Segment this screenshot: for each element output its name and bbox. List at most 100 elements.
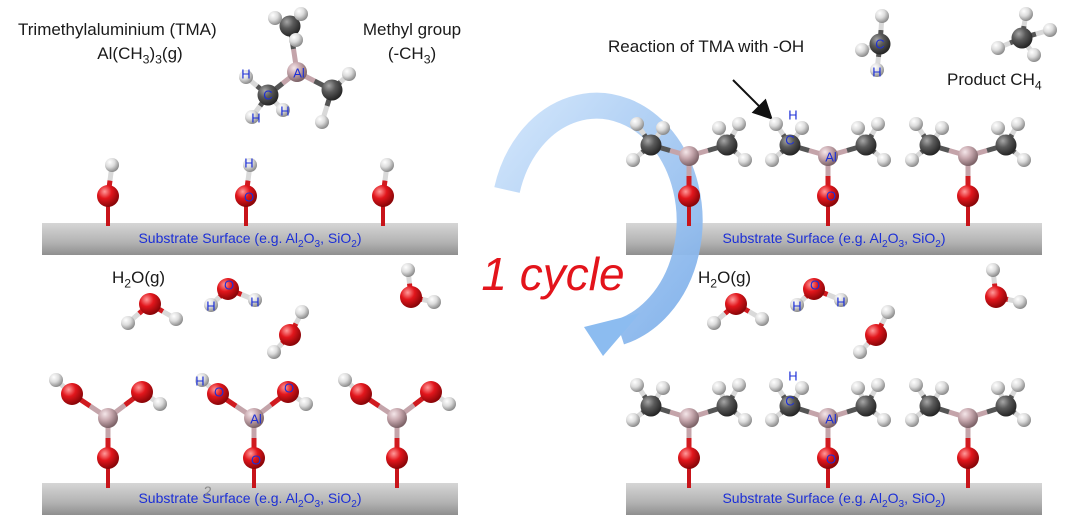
carbon-atom <box>919 395 941 417</box>
hydrogen-atom <box>169 312 183 326</box>
stray-mark: 2 <box>204 483 212 499</box>
hydrogen-atom <box>276 103 290 117</box>
hydrogen-atom <box>243 158 257 172</box>
hydrogen-atom <box>795 381 809 395</box>
carbon-atom <box>919 134 941 156</box>
hydrogen-atom <box>769 117 783 131</box>
tma-name-label: Trimethylaluminium (TMA) <box>18 20 217 39</box>
hydrogen-atom <box>732 117 746 131</box>
carbon-atom <box>257 84 279 106</box>
oxygen-atom <box>678 185 700 207</box>
hydrogen-atom <box>707 316 721 330</box>
carbon-atom <box>779 395 801 417</box>
hydrogen-atom <box>401 263 415 277</box>
hydrogen-atom <box>935 121 949 135</box>
hydrogen-atom <box>834 293 848 307</box>
aluminum-atom <box>958 408 978 428</box>
oxygen-atom <box>131 381 153 403</box>
hydrogen-atom <box>871 117 885 131</box>
oxygen-atom <box>139 293 161 315</box>
oxygen-atom <box>386 447 408 469</box>
hydrogen-atom <box>442 397 456 411</box>
hydrogen-atom <box>342 67 356 81</box>
hydrogen-atom <box>248 293 262 307</box>
hydrogen-atom <box>630 117 644 131</box>
hydrogen-atom <box>765 413 779 427</box>
atom-letter-o: O <box>214 385 224 400</box>
aluminum-atom <box>818 146 838 166</box>
carbon-atom <box>995 134 1017 156</box>
atom-letter-o: O <box>224 278 234 293</box>
oxygen-atom <box>420 381 442 403</box>
hydrogen-atom <box>245 110 259 124</box>
hydrogen-atom <box>909 117 923 131</box>
hydrogen-atom <box>905 153 919 167</box>
atom-letter-h: H <box>836 295 845 310</box>
hydrogen-atom <box>268 11 282 25</box>
aluminum-atom <box>387 408 407 428</box>
atom-letter-h: H <box>251 111 260 126</box>
oxygen-atom <box>678 447 700 469</box>
hydrogen-atom <box>769 378 783 392</box>
hydrogen-atom <box>626 413 640 427</box>
atom-letter-al: Al <box>825 150 837 165</box>
carbon-atom <box>716 134 738 156</box>
hydrogen-atom <box>656 381 670 395</box>
hydrogen-atom <box>1017 413 1031 427</box>
aluminum-atom <box>98 408 118 428</box>
hydrogen-atom <box>732 378 746 392</box>
carbon-atom <box>995 395 1017 417</box>
hydrogen-atom <box>755 312 769 326</box>
hydrogen-atom <box>1019 7 1033 21</box>
oxygen-atom <box>725 293 747 315</box>
oxygen-atom <box>61 383 83 405</box>
oxygen-atom <box>957 185 979 207</box>
methyl-group-label: Methyl group <box>362 20 462 39</box>
oxygen-atom <box>235 185 257 207</box>
oxygen-atom <box>279 324 301 346</box>
hydrogen-atom <box>986 263 1000 277</box>
hydrogen-atom <box>935 381 949 395</box>
atom-letter-o: O <box>826 189 836 204</box>
atom-letter-c: C <box>875 37 884 52</box>
atom-letter-al: Al <box>825 412 837 427</box>
hydrogen-atom <box>1013 295 1027 309</box>
hydrogen-atom <box>877 413 891 427</box>
carbon-atom <box>869 33 891 55</box>
atom-letter-al: Al <box>293 66 305 81</box>
hydrogen-atom <box>630 378 644 392</box>
hydrogen-atom <box>295 305 309 319</box>
product-ch4-label: Product CH4 <box>947 70 1042 93</box>
oxygen-atom <box>803 278 825 300</box>
carbon-atom <box>279 15 301 37</box>
atom-letter-o: O <box>244 190 254 205</box>
carbon-atom <box>779 134 801 156</box>
atom-letter-h: H <box>788 369 797 384</box>
oxygen-atom <box>985 286 1007 308</box>
atom-letter-o: O <box>810 278 820 293</box>
hydrogen-atom <box>738 153 752 167</box>
atom-letter-al: Al <box>250 412 262 427</box>
aluminum-atom <box>679 408 699 428</box>
hydrogen-atom <box>1043 23 1057 37</box>
methyl-formula-label: (-CH3) <box>387 44 437 67</box>
atom-letter-h: H <box>788 108 797 123</box>
aluminum-atom <box>818 408 838 428</box>
atom-letter-c: C <box>785 394 794 409</box>
hydrogen-atom <box>153 397 167 411</box>
hydrogen-atom <box>795 121 809 135</box>
hydrogen-atom <box>870 63 884 77</box>
hydrogen-atom <box>790 298 804 312</box>
oxygen-atom <box>217 278 239 300</box>
carbon-atom <box>321 79 343 101</box>
substrate-surface-bottom-left: Substrate Surface (e.g. Al2O3, SiO2) <box>42 483 458 515</box>
reaction-pointer-arrow <box>732 79 773 120</box>
aluminum-atom <box>287 62 307 82</box>
hydrogen-atom <box>991 381 1005 395</box>
hydrogen-atom <box>1011 378 1025 392</box>
atom-letter-o: O <box>284 381 294 396</box>
hydrogen-atom <box>991 121 1005 135</box>
hydrogen-atom <box>315 115 329 129</box>
substrate-label: Substrate Surface (e.g. Al2O3, SiO2) <box>722 230 946 250</box>
